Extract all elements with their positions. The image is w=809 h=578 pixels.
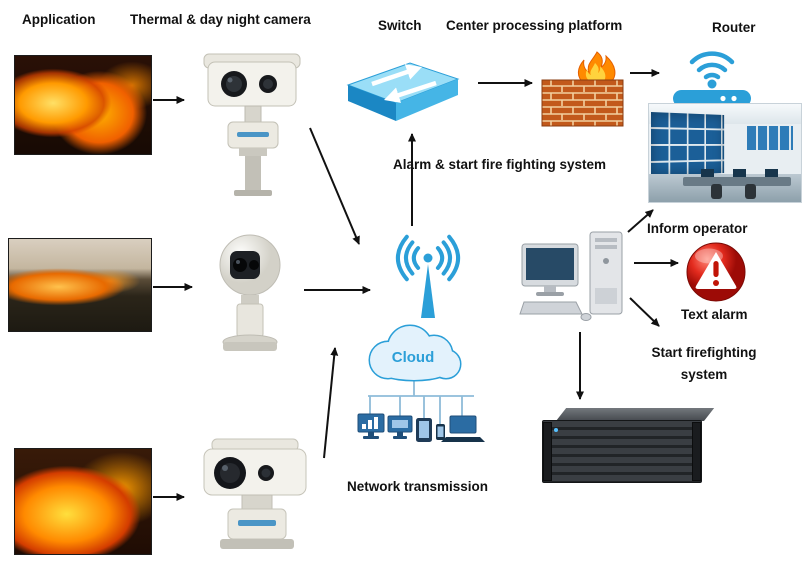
start-firefighting-label: Start firefighting system <box>651 345 757 382</box>
wildfire-photo-3 <box>14 448 152 555</box>
desk-monitor <box>733 169 746 177</box>
rack-server-icon <box>542 408 715 483</box>
operator-desk <box>683 177 791 186</box>
dome-ptz-camera-icon <box>200 225 300 365</box>
network-switch-icon <box>342 55 462 127</box>
desk-monitor <box>701 169 714 177</box>
thermal-camera-label: Thermal & day night camera <box>130 12 311 27</box>
warning-alarm-icon <box>685 241 747 303</box>
cloud-network-icon: Cloud <box>352 318 487 458</box>
arrow-camera3-to-network <box>323 347 339 459</box>
network-transmission-label: Network transmission <box>347 479 489 494</box>
antenna-mast <box>421 264 435 318</box>
wildfire-photo-2 <box>8 238 152 332</box>
switch-label: Switch <box>378 18 422 33</box>
arrow-camera1-to-wifi <box>309 127 360 245</box>
wifi-router-icon <box>665 36 760 114</box>
wifi-antenna-icon <box>378 228 478 323</box>
wifi-waves <box>395 234 461 282</box>
long-range-ptz-camera-icon <box>190 435 320 565</box>
video-wall <box>651 112 725 176</box>
ptz-thermal-camera-icon <box>192 48 317 198</box>
switch-body <box>346 62 460 121</box>
text-alarm-label: Text alarm <box>681 307 748 322</box>
brick-wall <box>541 79 624 127</box>
wildfire-photo-1 <box>14 55 152 155</box>
server-rack-ear <box>692 422 701 481</box>
camera3-body <box>203 438 307 549</box>
workstation-icon <box>518 228 633 323</box>
desk-monitor <box>765 169 778 177</box>
control-room-image <box>648 103 802 203</box>
flame-icon <box>577 51 616 84</box>
network-links <box>368 378 474 424</box>
cloud-label: Cloud <box>392 349 435 366</box>
computer-tower <box>589 231 623 315</box>
computer-monitor <box>521 243 579 296</box>
center-platform-label: Center processing platform <box>446 18 623 33</box>
mouse <box>580 313 592 321</box>
operator-chair <box>711 184 722 199</box>
client-devices <box>357 413 485 442</box>
firewall-icon <box>540 50 625 128</box>
server-status-led <box>554 428 558 432</box>
camera1-body <box>203 53 301 196</box>
arrow-computer-to-firefighting <box>629 297 660 327</box>
keyboard <box>519 301 583 315</box>
router-body <box>673 51 751 107</box>
server-front <box>542 420 702 483</box>
operator-chair <box>745 184 756 199</box>
cloud-icon: Cloud <box>368 324 462 382</box>
antenna-dot <box>423 253 433 263</box>
inform-operator-label: Inform operator <box>647 221 748 236</box>
camera2-body <box>219 234 281 351</box>
router-label: Router <box>712 20 756 35</box>
server-rack-ear <box>543 422 552 481</box>
back-wall-screens <box>747 126 793 150</box>
application-label: Application <box>22 12 96 27</box>
alarm-system-label: Alarm & start fire fighting system <box>393 157 607 172</box>
